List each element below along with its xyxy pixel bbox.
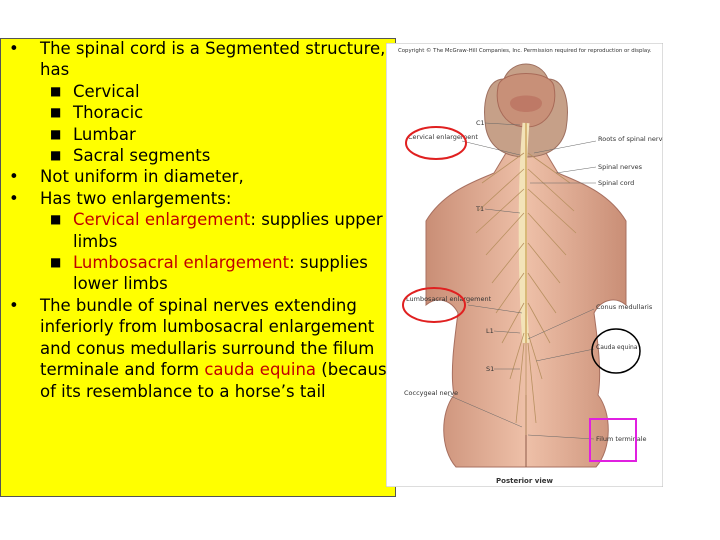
label-cervical-enlargement: Cervical enlargement <box>408 133 478 141</box>
bullet-dot: • <box>9 39 19 58</box>
yellow-text-panel <box>0 38 396 497</box>
callout-cervical-circle <box>405 126 467 160</box>
square-bullet: ■ <box>50 255 62 270</box>
square-bullet: ■ <box>50 126 62 141</box>
label-conus-medullaris: Conus medullaris <box>596 303 653 311</box>
square-bullet: ■ <box>50 105 62 120</box>
emphasis-text: Lumbosacral enlargement <box>73 253 290 273</box>
emphasis-text: Cervical enlargement <box>73 210 251 230</box>
spinal-cord-figure: Copyright © The McGraw-Hill Companies, I… <box>386 43 663 487</box>
label-roots-spinal-nerves: Roots of spinal nerves <box>598 135 663 143</box>
bullet-dot: • <box>9 188 19 208</box>
sub-bullet-text: Thoracic <box>73 103 144 123</box>
sub-bullet-text: Cervical <box>73 81 140 101</box>
sub-bullet-cervical-enlargement: ■ Cervical enlargement: supplies upper li… <box>0 209 400 252</box>
label-c1: C1 <box>476 119 485 127</box>
label-t1: T1 <box>475 205 484 213</box>
square-bullet: ■ <box>50 212 62 227</box>
sub-bullet-lumbosacral-enlargement: ■ Lumbosacral enlargement: supplies lower… <box>0 252 400 295</box>
bullet-segmented: • The spinal cord is a Segmented structur… <box>0 38 400 81</box>
label-s1: S1 <box>486 365 494 373</box>
label-cauda-equina: Cauda equina <box>596 344 638 351</box>
copyright-notice: Copyright © The McGraw-Hill Companies, I… <box>398 47 652 54</box>
label-coccygeal-nerve: Coccygeal nerve <box>404 389 458 397</box>
emphasis-text: cauda equina <box>204 360 317 380</box>
bullet-text: (because of its resemblance to a horse’s… <box>40 360 397 401</box>
sub-bullet-text: : supplies lower limbs <box>73 253 368 294</box>
figure-labels: C1 T1 L1 S1 Cervical enlargement Roots o… <box>404 119 663 485</box>
callout-lumbosacral-circle <box>402 287 466 323</box>
callout-filum-box <box>589 418 637 462</box>
sub-bullet-text: Sacral segments <box>73 146 211 166</box>
sub-bullet-text: : supplies upper limbs <box>73 210 383 251</box>
figure-caption: Posterior view <box>496 477 553 485</box>
bullet-text: Not uniform in diameter, <box>40 167 244 187</box>
bullet-dot: • <box>9 167 19 187</box>
bullet-text: The bundle of spinal nerves extending in… <box>40 295 375 380</box>
sub-bullet-cervical: ■ Cervical <box>0 81 400 102</box>
square-bullet: ■ <box>50 83 62 98</box>
sub-bullet-lumbar: ■ Lumbar <box>0 124 400 145</box>
label-l1: L1 <box>486 327 494 335</box>
bullet-dot: • <box>9 295 19 315</box>
label-spinal-cord: Spinal cord <box>598 179 634 187</box>
callout-cauda-circle <box>591 328 641 374</box>
torso-illustration <box>425 63 627 468</box>
sub-bullet-text: Lumbar <box>73 124 136 144</box>
square-bullet: ■ <box>50 148 62 163</box>
bullet-cauda-equina: • The bundle of spinal nerves extending i… <box>0 295 400 402</box>
bullet-diameter: • Not uniform in diameter, <box>0 166 400 187</box>
bullet-enlargements: • Has two enlargements: <box>0 188 400 209</box>
sub-bullet-thoracic: ■ Thoracic <box>0 102 400 123</box>
label-spinal-nerves: Spinal nerves <box>598 163 643 171</box>
label-lumbosacral-enlargement: Lumbosacral enlargement <box>406 295 492 303</box>
bullet-text: The spinal cord is a Segmented structure… <box>40 39 386 80</box>
sub-bullet-sacral: ■ Sacral segments <box>0 145 400 166</box>
bullet-text: Has two enlargements: <box>40 188 232 208</box>
bullet-list: • The spinal cord is a Segmented structur… <box>0 38 400 402</box>
label-filum-terminale: Filum terminale <box>596 435 647 443</box>
